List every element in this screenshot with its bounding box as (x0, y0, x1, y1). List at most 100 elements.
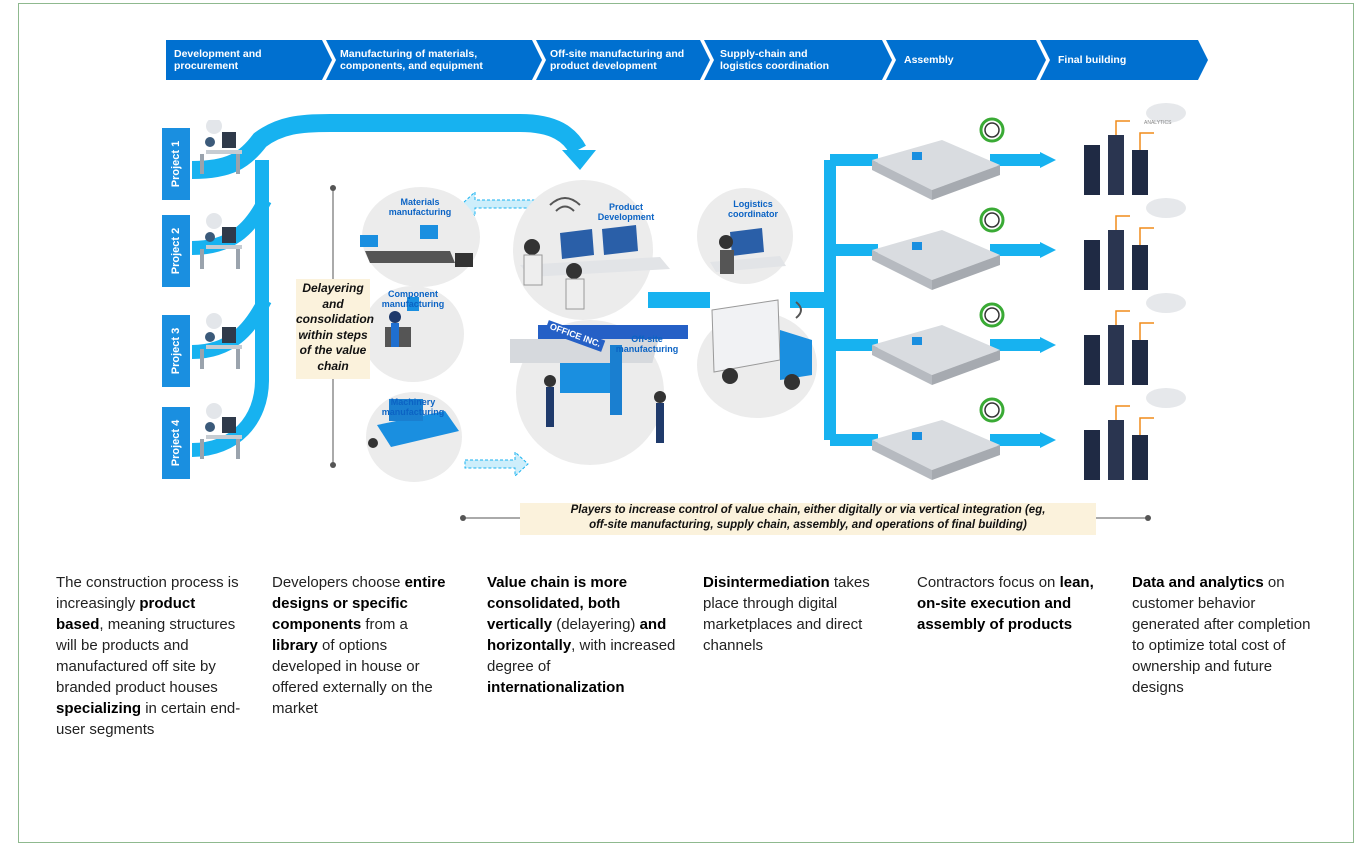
chain-step-assembly: Assembly (904, 40, 1024, 80)
building-cluster-2 (1084, 198, 1186, 290)
chain-step-line: Off-site manufacturing and (550, 48, 685, 60)
description-development: The construction process is increasingly… (56, 572, 246, 740)
node-label-line: Product (608, 202, 643, 212)
node-label-line: Off-site (631, 334, 663, 344)
project-tab-2: Project 2 (162, 215, 190, 287)
desc-text: , meaning structures will be products an… (56, 616, 236, 696)
callout-line: off-site manufacturing, supply chain, as… (589, 519, 1027, 531)
desc-text: The construction process is increasingly (56, 574, 239, 612)
product-offsite-illustrations (510, 197, 688, 443)
chevron-step-5 (886, 40, 1046, 80)
players-callout: Players to increase control of value cha… (520, 503, 1096, 535)
description-manufacturing: Developers choose entire designs or spec… (272, 572, 450, 719)
figure-frame (18, 3, 1354, 843)
project-label: Project 3 (170, 327, 182, 375)
desc-text: Contractors focus on (917, 574, 1060, 591)
node-label-line: Component (388, 289, 438, 299)
desc-text: (delayering) (552, 616, 640, 633)
final-buildings (1084, 103, 1186, 480)
desc-emphasis: entire designs or specific components (272, 574, 446, 633)
chain-step-line: Manufacturing of materials, (340, 48, 478, 60)
desc-emphasis: Data and analytics (1132, 574, 1264, 591)
description-final-building: Data and analytics on customer behavior … (1132, 572, 1322, 698)
desc-text: on customer behavior generated after com… (1132, 574, 1311, 696)
callout-line: consolidation (296, 312, 374, 326)
logistics-illustrations (710, 228, 812, 390)
node-label-line: Materials (400, 197, 440, 207)
desc-emphasis: Disintermediation (703, 574, 830, 591)
chevron-step-3 (536, 40, 710, 80)
manufacturing-illustrations (360, 225, 473, 448)
callout-line: and (322, 296, 344, 311)
callout-line: chain (317, 358, 349, 373)
chain-step-line: logistics coordination (720, 60, 830, 72)
assembly-site-2 (872, 207, 1005, 290)
chain-step-manufacturing: Manufacturing of materials,components, a… (340, 40, 530, 80)
project-merge-arrow (191, 114, 586, 179)
chevron-step-4 (704, 40, 892, 80)
callout-line: Delayering (302, 281, 364, 295)
callout-line: of the value (299, 343, 367, 357)
chain-step-line: Development and (174, 48, 262, 60)
dashed-arrow-top (461, 190, 546, 218)
chevron-step-6 (1040, 40, 1208, 80)
arrowhead-product-dev (562, 150, 596, 170)
chain-step-line: Assembly (904, 54, 954, 66)
callout-line: Players to increase control of value cha… (570, 504, 1046, 516)
node-label-line: manufacturing (388, 207, 452, 217)
project-label: Project 1 (170, 140, 182, 188)
building-cluster-4 (1084, 388, 1186, 480)
node-label-line: coordinator (727, 209, 778, 219)
desc-emphasis: and horizontally (487, 616, 667, 654)
desc-text: takes place through digital marketplaces… (703, 574, 870, 654)
delayering-callout: Delayering and consolidation within step… (296, 279, 374, 379)
desc-emphasis: library (272, 637, 318, 654)
analytics-tag: ANALYTICS (1144, 120, 1172, 126)
chevron-step-1 (166, 40, 332, 80)
node-label-line: manufacturing (381, 407, 445, 417)
chain-step-line: Final building (1058, 54, 1127, 66)
project-tab-1: Project 1 (162, 128, 190, 200)
desc-emphasis: specializing (56, 700, 142, 717)
chain-step-line: product development (550, 60, 657, 72)
value-chain-banner (166, 40, 1208, 80)
project-tab-3: Project 3 (162, 315, 190, 387)
building-cluster-1 (1084, 103, 1186, 195)
project-label: Project 2 (170, 227, 182, 275)
callout-line: within steps (298, 327, 368, 342)
desc-text: of options developed in house or offered… (272, 637, 433, 717)
description-offsite: Value chain is more consolidated, both v… (487, 572, 677, 698)
assembly-site-4 (872, 397, 1005, 480)
node-label-line: Development (597, 212, 655, 222)
desc-text: in certain end-user segments (56, 700, 241, 738)
chevron-step-2 (326, 40, 542, 80)
desc-emphasis: internationalization (487, 679, 625, 696)
dashed-arrow-bottom (464, 450, 529, 478)
description-supply-chain: Disintermediation takes place through di… (703, 572, 883, 656)
chain-step-final-building: Final building (1058, 40, 1188, 80)
chain-step-line: components, and equipment (340, 60, 483, 72)
chain-step-line: procurement (174, 60, 239, 72)
chain-step-line: Supply-chain and (720, 48, 808, 60)
node-label-line: manufacturing (615, 344, 679, 354)
node-label-line: Machinery (390, 397, 436, 407)
assembly-site-3 (872, 302, 1005, 385)
assembly-sites (872, 117, 1005, 480)
project-label: Project 4 (170, 419, 182, 467)
developer-desk-illustrations (200, 120, 242, 459)
desc-text: from a (361, 616, 408, 633)
desc-text: , with increased degree of (487, 637, 676, 675)
assembly-site-1 (872, 117, 1005, 200)
desc-emphasis: lean, on-site execution and assembly of … (917, 574, 1094, 633)
building-cluster-3 (1084, 293, 1186, 385)
project-tab-4: Project 4 (162, 407, 190, 479)
node-label-line: manufacturing (381, 299, 445, 309)
